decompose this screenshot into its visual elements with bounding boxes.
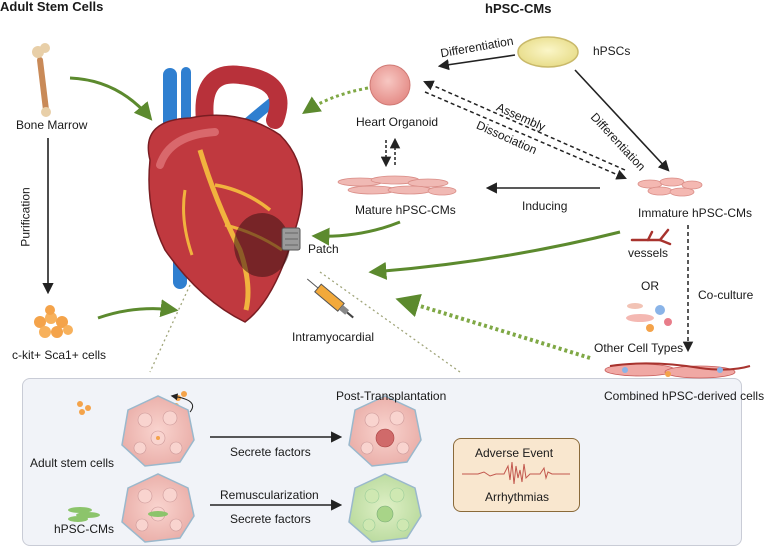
- differentiation-arrow-right: [574, 69, 670, 172]
- tissue-adult-left-icon: [121, 395, 195, 467]
- combined-to-heart-arrow: [395, 294, 591, 360]
- combined-cells-icon: [604, 362, 751, 379]
- heart-icon: [147, 65, 304, 323]
- immature-cells-icon: [637, 177, 703, 197]
- post-transplantation-title: Post-Transplantation: [336, 389, 447, 403]
- vessels-icon: [630, 228, 672, 246]
- syringe-icon: [306, 278, 354, 319]
- bone-icon: [32, 43, 51, 117]
- heart-organoid-icon: [369, 64, 411, 106]
- vessels-label: vessels: [628, 246, 669, 260]
- arrhythmias-label: Arrhythmias: [485, 490, 550, 504]
- tissue-hpsc-right-icon: [348, 473, 422, 543]
- adverse-event-box: [453, 438, 580, 512]
- secrete-factors-2-label: Secrete factors: [230, 512, 311, 526]
- other-cells-label: Other Cell Types: [594, 341, 684, 355]
- secrete-factors-1-label: Secrete factors: [230, 445, 311, 459]
- coculture-label: Co-culture: [698, 288, 754, 302]
- other-cells-icon: [626, 303, 672, 332]
- dissociation-arrow: [424, 91, 627, 180]
- adverse-event-label: Adverse Event: [475, 446, 554, 460]
- ckit-arrow: [97, 299, 179, 320]
- intramyocardial-label: Intramyocardial: [292, 330, 375, 344]
- organoid-to-heart-arrow: [302, 86, 369, 115]
- mature-label: Mature hPSC-CMs: [355, 203, 456, 217]
- remuscularization-label: Remuscularization: [220, 488, 319, 502]
- differentiation-arrow-top: [437, 54, 516, 71]
- heart-organoid-label: Heart Organoid: [356, 115, 439, 129]
- bone-marrow-label: Bone Marrow: [16, 118, 88, 132]
- ckit-label: c-kit+ Sca1+ cells: [12, 348, 107, 362]
- immature-label: Immature hPSC-CMs: [638, 206, 753, 220]
- hpsc-cm-mini-icon: [68, 507, 100, 522]
- or-label: OR: [641, 279, 659, 293]
- tissue-hpsc-left-icon: [121, 473, 195, 543]
- assembly-arrow: [423, 80, 626, 171]
- mature-to-heart-arrow: [311, 220, 401, 246]
- secrete-arrow-small: [170, 393, 194, 413]
- ckit-cells-icon: [34, 305, 73, 338]
- connector-left: [149, 284, 191, 373]
- immature-to-heart-arrow: [368, 230, 621, 280]
- panel-adult-stem-cells-label: Adult stem cells: [30, 456, 115, 470]
- mature-cells-icon: [337, 175, 457, 196]
- connector-right: [319, 271, 461, 373]
- purification-label: Purification: [18, 187, 33, 247]
- hpscs-label: hPSCs: [593, 44, 631, 58]
- bone-marrow-arrow: [69, 76, 153, 121]
- inducing-label: Inducing: [522, 199, 568, 213]
- patch-label: Patch: [308, 242, 339, 256]
- header-adult-stem-cells: Adult Stem Cells: [0, 0, 104, 14]
- petri-dish-icon: [517, 36, 579, 68]
- arrhythmia-trace-icon: [462, 461, 570, 485]
- header-hpsc-cms: hPSC-CMs: [485, 1, 552, 16]
- panel-hpsc-cms-label: hPSC-CMs: [54, 522, 115, 536]
- combined-label: Combined hPSC-derived cells: [604, 389, 765, 403]
- tissue-adult-right-icon: [348, 395, 422, 467]
